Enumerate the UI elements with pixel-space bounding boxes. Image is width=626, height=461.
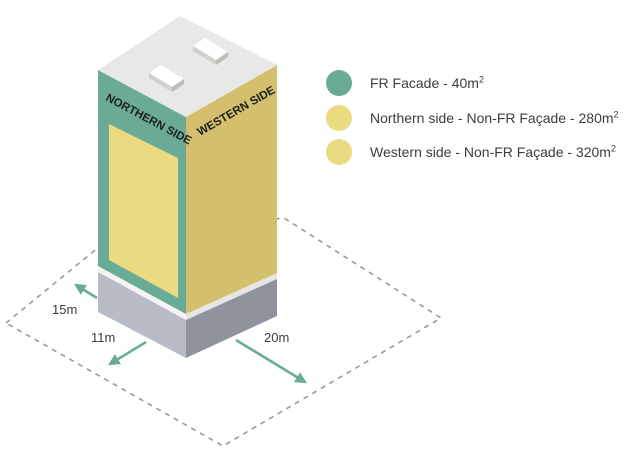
legend-swatch-green-icon — [326, 70, 352, 96]
roof-unit-2 — [149, 65, 184, 92]
northern-face-panel — [109, 124, 178, 298]
arrow-15m — [74, 283, 98, 300]
roof — [98, 16, 277, 117]
western-face — [186, 65, 277, 314]
legend-label: FR Facade - 40m2 — [370, 75, 484, 91]
legend-label: Northern side - Non-FR Façade - 280m2 — [370, 108, 619, 126]
legend-text: FR Facade - 40m — [370, 75, 479, 91]
site-boundary-dashed — [4, 217, 443, 447]
ledge-left — [98, 266, 186, 320]
legend-item-northern-side: Northern side - Non-FR Façade - 280m2 — [326, 104, 622, 131]
legend-swatch-yellow-icon — [326, 104, 352, 131]
legend-superscript: 2 — [610, 143, 616, 154]
legend-superscript: 2 — [613, 108, 619, 119]
legend-item-fr-facade: FR Facade - 40m2 — [326, 70, 622, 96]
dim-label-15m: 15m — [52, 302, 77, 317]
legend-text: Northern side - Non-FR Façade - 280m — [370, 109, 614, 126]
legend: FR Facade - 40m2 Northern side - Non-FR … — [326, 70, 622, 174]
legend-item-western-side: Western side - Non-FR Façade - 320m2 — [326, 139, 622, 165]
arrow-20m — [235, 338, 307, 384]
base-right-face — [186, 277, 277, 358]
arrow-11m — [108, 340, 147, 366]
legend-swatch-yellow-icon — [326, 139, 352, 165]
ledge-right — [186, 273, 277, 320]
base-left-face — [98, 270, 186, 358]
legend-text: Western side - Non-FR Façade - 320m — [370, 144, 611, 160]
roof-unit-1 — [193, 38, 228, 65]
dim-label-11m: 11m — [91, 330, 115, 345]
legend-label: Western side - Non-FR Façade - 320m2 — [370, 144, 616, 160]
dim-label-20m: 20m — [264, 330, 289, 345]
legend-superscript: 2 — [478, 74, 484, 85]
